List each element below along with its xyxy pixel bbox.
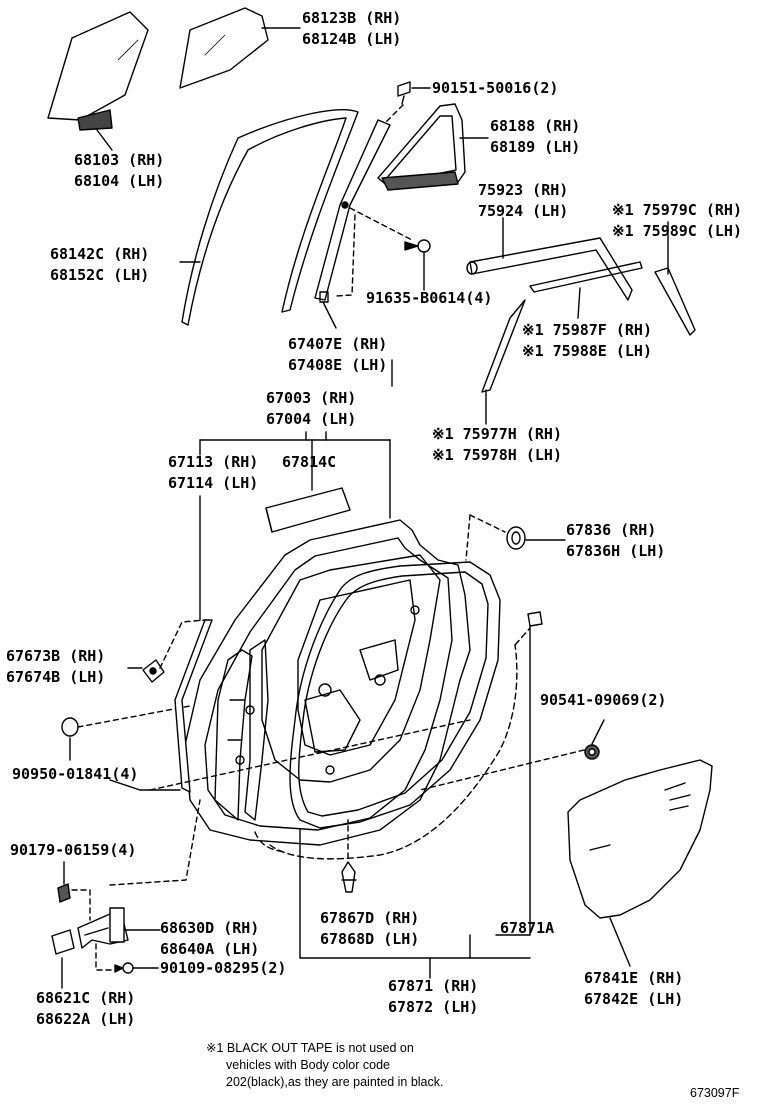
callout-text: 67868D (LH) [320, 930, 420, 948]
callout-text: 90541-09069(2) [540, 691, 667, 709]
callout-text: ※1 75977H (RH) [432, 425, 562, 443]
callout-text: 68103 (RH) [74, 151, 165, 169]
callout-screw-top: 90151-50016(2) [432, 78, 558, 99]
callout-text: 68640A (LH) [160, 940, 260, 958]
callout-text: 75924 (LH) [478, 202, 569, 220]
footnote-line: 202(black),as they are painted in black. [226, 1075, 444, 1089]
door-glass-drawing [47, 7, 269, 131]
callout-text: 67004 (LH) [266, 410, 357, 428]
callout-bolt-hinge-lower: 90109-08295(2) [160, 958, 286, 979]
callout-text: 67814C [282, 453, 337, 471]
callout-text: 68622A (LH) [36, 1010, 136, 1028]
hole-plug-drawing [506, 526, 526, 550]
callout-text: 91635-B0614(4) [366, 289, 493, 307]
callout-text: 90179-06159(4) [10, 841, 137, 859]
callout-glass-quarter: 68123B (RH) 68124B (LH) [302, 8, 401, 50]
callout-text: ※1 75988E (LH) [522, 342, 652, 360]
footnote-line: ※1 BLACK OUT TAPE is not used on [206, 1041, 414, 1055]
footnote: ※1 BLACK OUT TAPE is not used on vehicle… [206, 1040, 444, 1091]
callout-hole-plug: 67836 (RH) 67836H (LH) [566, 520, 665, 562]
door-body-drawing [184, 519, 471, 846]
callout-molding-upper: 75923 (RH) 75924 (LH) [478, 180, 568, 222]
callout-quarter-window: 68188 (RH) 68189 (LH) [490, 116, 580, 158]
callout-text: ※1 75989C (LH) [612, 222, 742, 240]
callout-text: ※1 75979C (RH) [612, 201, 742, 219]
quarter-window-drawing [377, 103, 466, 191]
division-bar-drawing [314, 119, 391, 303]
callout-text: 67113 (RH) [168, 453, 259, 471]
callout-text: 67871A [500, 919, 555, 937]
callout-door-panel: 67003 (RH) 67004 (LH) [266, 388, 356, 430]
callout-text: 67836H (LH) [566, 542, 666, 560]
callout-text: 67842E (LH) [584, 990, 684, 1008]
callout-tape-rear: ※1 75979C (RH) ※1 75989C (LH) [612, 200, 742, 242]
callout-text: 67867D (RH) [320, 909, 420, 927]
callout-text: 67841E (RH) [584, 969, 684, 987]
clip-bolt-drawing [404, 239, 431, 253]
callout-service-cover: 67841E (RH) 67842E (LH) [584, 968, 683, 1010]
callout-text: 68124B (LH) [302, 30, 402, 48]
illustration-code: 673097F [690, 1086, 740, 1100]
hinge-drawing [51, 907, 134, 974]
callout-text: 68123B (RH) [302, 9, 402, 27]
pad-drawing [265, 487, 351, 533]
callout-hinge-lower: 68621C (RH) 68622A (LH) [36, 988, 135, 1030]
callout-text: 68188 (RH) [490, 117, 581, 135]
screw-top-drawing [397, 81, 411, 105]
callout-text: 68630D (RH) [160, 919, 260, 937]
callout-clip-left: 67673B (RH) 67674B (LH) [6, 646, 105, 688]
callout-division-bar: 67407E (RH) 67408E (LH) [288, 334, 387, 376]
callout-clip-bolt: 91635-B0614(4) [366, 288, 492, 309]
callout-text: 67871 (RH) [388, 977, 479, 995]
callout-text: 67674B (LH) [6, 668, 106, 686]
callout-hinge-upper: 68630D (RH) 68640A (LH) [160, 918, 259, 960]
callout-text: ※1 75978H (LH) [432, 446, 562, 464]
callout-run-channel: 68142C (RH) 68152C (LH) [50, 244, 149, 286]
callout-door-weatherstrip-inner: 67113 (RH) 67114 (LH) [168, 452, 258, 494]
callout-text: 75923 (RH) [478, 181, 569, 199]
callout-text: 67114 (LH) [168, 474, 259, 492]
callout-text: 67836 (RH) [566, 521, 657, 539]
callout-text: 68621C (RH) [36, 989, 136, 1007]
callout-text: 68152C (LH) [50, 266, 150, 284]
footnote-line: vehicles with Body color code [226, 1058, 390, 1072]
callout-weatherstrip: 67871 (RH) 67872 (LH) [388, 976, 478, 1018]
callout-text: 68189 (LH) [490, 138, 581, 156]
callout-weatherstrip-seal: 67871A [500, 918, 554, 939]
callout-text: 68142C (RH) [50, 245, 150, 263]
moldings-drawing [466, 237, 696, 393]
callout-text: 90950-01841(4) [12, 765, 139, 783]
callout-clip-bottom: 67867D (RH) 67868D (LH) [320, 908, 419, 950]
callout-bolt-hinge: 90179-06159(4) [10, 840, 136, 861]
callout-tape-belt: ※1 75987F (RH) ※1 75988E (LH) [522, 320, 652, 362]
callout-text: 67407E (RH) [288, 335, 388, 353]
callout-pad: 67814C [282, 452, 336, 473]
callout-plug-left: 90950-01841(4) [12, 764, 138, 785]
callout-text: ※1 75987F (RH) [522, 321, 652, 339]
callout-text: 90151-50016(2) [432, 79, 559, 97]
clip-left-drawing [142, 659, 165, 683]
service-cover-drawing [567, 759, 713, 919]
seal-outline-drawing [254, 627, 531, 860]
callout-text: 67673B (RH) [6, 647, 106, 665]
callout-text: 67872 (LH) [388, 998, 479, 1016]
callout-tape-front: ※1 75977H (RH) ※1 75978H (LH) [432, 424, 562, 466]
clip-bottom-drawing [341, 861, 357, 893]
run-channel-drawing [181, 109, 359, 326]
weatherstrip-drawing [289, 561, 501, 829]
clip-right-drawing [527, 611, 543, 627]
plug-left-drawing [61, 717, 79, 737]
callout-text: 68104 (LH) [74, 172, 165, 190]
callout-glass-main: 68103 (RH) 68104 (LH) [74, 150, 164, 192]
nut-right-drawing [584, 744, 600, 760]
callout-nut-right: 90541-09069(2) [540, 690, 666, 711]
bolt-hinge-drawing [57, 883, 71, 903]
callout-text: 67408E (LH) [288, 356, 388, 374]
callout-text: 67003 (RH) [266, 389, 357, 407]
callout-text: 90109-08295(2) [160, 959, 287, 977]
